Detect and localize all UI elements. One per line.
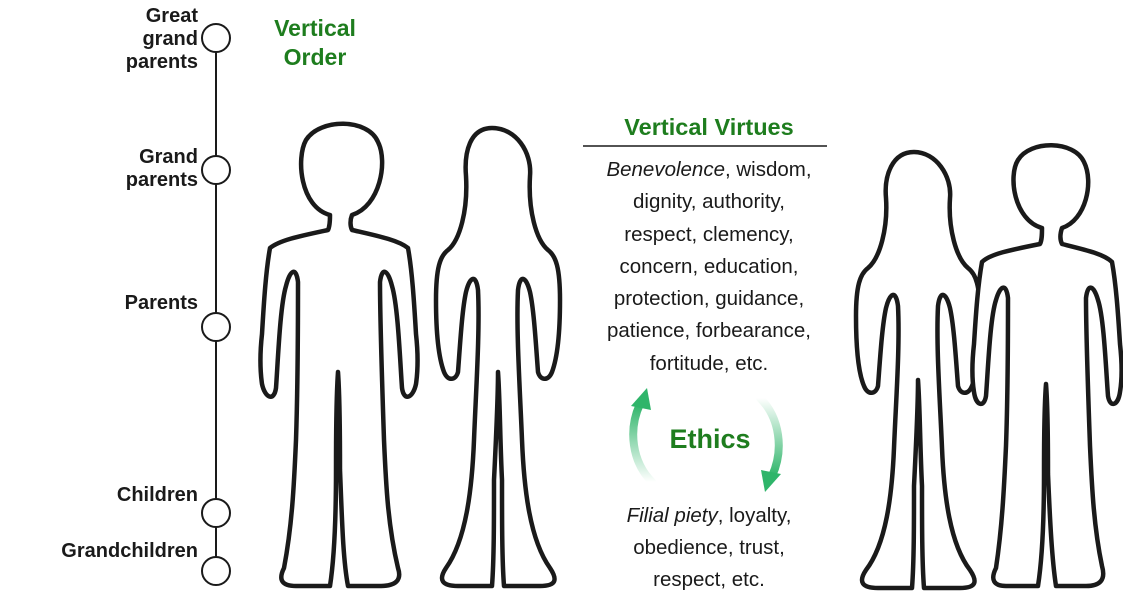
vertical-virtues-heading: Vertical Virtues (624, 114, 794, 140)
label-grandchildren: Grandchildren (61, 540, 198, 562)
label-grand-line: Grand (139, 146, 198, 168)
label-grandparents: Grand parents (126, 146, 198, 192)
timeline-node-children (201, 498, 231, 528)
virtues-line: concern, education, (619, 254, 799, 278)
benevolence-term: Benevolence (606, 158, 725, 181)
label-great-grandparents: Great grand parents (126, 5, 198, 74)
filial-virtues-list: Filial piety, loyalty, obedience, trust,… (560, 500, 858, 596)
ethics-label: Ethics (669, 424, 751, 454)
timeline-node-grandchildren (201, 556, 231, 586)
timeline-node-grandparents (201, 155, 231, 185)
vertical-order-title: Vertical Order (255, 14, 375, 72)
woman-silhouette-left (433, 125, 563, 589)
virtues-line-1-rest: , wisdom, (724, 158, 812, 181)
label-grand-line: grand (142, 28, 198, 50)
man-silhouette-left (258, 121, 420, 589)
piety-line: respect, etc. (653, 568, 765, 591)
label-parents-line: parents (125, 51, 198, 73)
virtues-line: fortitude, etc. (649, 351, 769, 375)
piety-line-1-rest: , loyalty, (717, 504, 792, 527)
label-children: Children (116, 484, 198, 506)
label-parents-line: parents (125, 169, 198, 191)
vertical-order-line1: Vertical (274, 15, 356, 41)
virtues-line: respect, clemency, (624, 222, 794, 246)
timeline-node-parents (201, 312, 231, 342)
man-silhouette-right (970, 143, 1123, 589)
virtues-line: protection, guidance, (613, 287, 805, 311)
woman-silhouette-right (853, 149, 983, 591)
virtues-line-1: Benevolence, wisdom, (560, 154, 858, 186)
virtues-line: dignity, authority, (633, 190, 785, 214)
vertical-order-line2: Order (283, 44, 347, 70)
timeline-node-great-grandparents (201, 23, 231, 53)
virtues-line: patience, forbearance, (607, 319, 811, 343)
label-great-line: Great (145, 5, 198, 27)
label-parents: Parents (124, 292, 198, 314)
filial-piety-term: Filial piety (626, 504, 718, 527)
piety-line: obedience, trust, (633, 536, 785, 559)
piety-line-1: Filial piety, loyalty, (560, 500, 858, 532)
vertical-virtues-list: Benevolence, wisdom, dignity, authority,… (560, 154, 858, 380)
